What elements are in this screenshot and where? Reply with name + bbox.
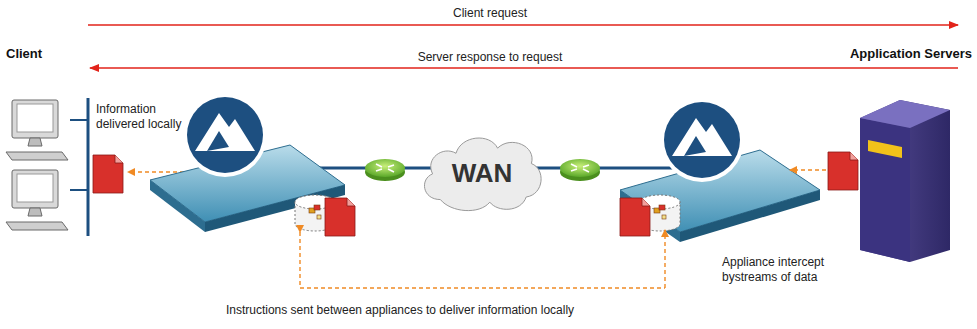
endpoint-title: Client: [6, 46, 86, 61]
wan-cloud: WAN: [417, 125, 547, 215]
caption-note: Instructions sent between appliances to …: [180, 303, 620, 318]
endpoint-title: Application Servers: [780, 46, 972, 61]
arrow-label: Server response to request: [300, 50, 680, 65]
arrow-label: Client request: [300, 6, 680, 21]
callout-note: Appliance intercept bystreams of data: [722, 255, 852, 285]
cloud-label: WAN: [417, 158, 547, 189]
callout-note: Information delivered locally: [96, 102, 186, 132]
